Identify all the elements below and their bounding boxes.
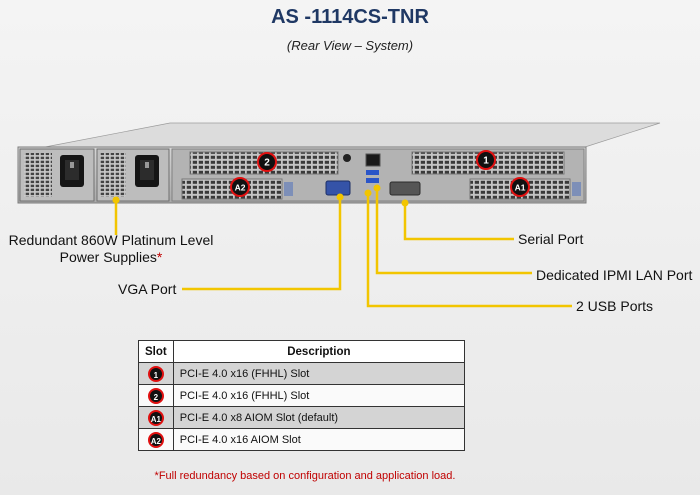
badge-slot-1: 1 [476,150,496,170]
power-supply-2 [96,148,170,202]
slot-badge: A1 [147,409,164,426]
svg-text:A1: A1 [515,183,526,193]
power-supply-1 [19,148,95,202]
vga-port [325,180,351,196]
usb-port-1 [366,170,379,175]
slot-badge: 1 [147,365,164,382]
server-rear-diagram: 2 1 A2 A1 [17,122,661,308]
vga-leader-line [182,197,342,291]
usb-leader-line [366,193,572,308]
svg-text:1: 1 [483,156,489,167]
badge-slot-2: 2 [257,152,277,172]
psu-asterisk: * [156,249,163,265]
serial-leader-line [403,203,514,241]
slot-description: PCI-E 4.0 x16 (FHHL) Slot [172,384,466,407]
slot-badge: 2 [147,387,164,404]
slot-description: PCI-E 4.0 x16 (FHHL) Slot [172,362,466,385]
table-row: 1 PCI-E 4.0 x16 (FHHL) Slot [138,362,466,385]
table-row: A1 PCI-E 4.0 x8 AIOM Slot (default) [138,406,466,429]
ipmi-callout: Dedicated IPMI LAN Port [536,267,693,283]
svg-text:2: 2 [264,158,270,169]
usb-callout: 2 USB Ports [576,298,654,314]
table-row: 2 PCI-E 4.0 x16 (FHHL) Slot [138,384,466,407]
usb-port-2 [366,178,379,183]
page-subtitle: (Rear View – System) [286,38,414,53]
slot-description: PCI-E 4.0 x8 AIOM Slot (default) [172,406,466,429]
table-header-row: Slot Description [138,340,466,363]
badge-slot-a1: A1 [510,177,530,197]
page-title: AS -1114CS-TNR [271,6,429,28]
table-row: A2 PCI-E 4.0 x16 AIOM Slot [138,428,466,451]
slot-description: PCI-E 4.0 x16 AIOM Slot [172,428,466,451]
vga-callout: VGA Port [118,281,177,297]
header-slot: Slot [138,340,174,363]
ipmi-lan-port [365,153,381,167]
serial-callout: Serial Port [518,231,584,247]
header-description: Description [172,340,466,363]
chassis-top [44,122,661,148]
svg-text:A2: A2 [235,183,246,193]
psu-callout: Redundant 860W Platinum Level Power Supp… [2,232,220,266]
uid-button [343,154,351,162]
psu-callout-line2: Power Supplies [59,249,157,265]
ipmi-leader-line [375,188,532,275]
serial-port [389,181,421,196]
slot-table: Slot Description 1 PCI-E 4.0 x16 (FHHL) … [138,340,466,451]
slot-badge: A2 [147,431,164,448]
badge-slot-a2: A2 [230,177,250,197]
footnote: *Full redundancy based on configuration … [154,470,456,482]
psu-callout-line1: Redundant 860W Platinum Level [8,232,214,248]
